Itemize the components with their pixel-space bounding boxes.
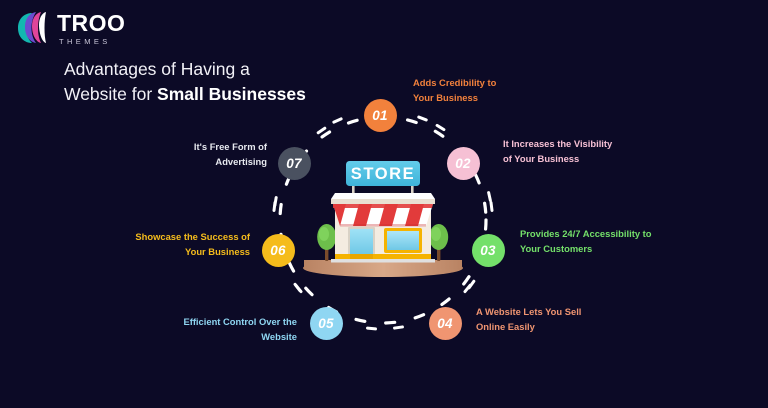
awning (333, 204, 433, 227)
step-label-line-2: Your Business (413, 91, 478, 103)
storefront-illustration: STORE (300, 155, 466, 280)
ring-tick-mark (365, 326, 378, 331)
step-label-line-2: Online Easily (476, 320, 535, 332)
brand-logo[interactable]: TROO THEMES (16, 10, 125, 46)
step-node-07[interactable]: 07 (277, 146, 311, 180)
step-label-line-1: It Increases the Visibility (503, 138, 613, 149)
title-line-2-plain: Website for (64, 84, 158, 104)
step-label-line-1: Efficient Control Over the (183, 316, 297, 327)
logo-name: TROO (57, 10, 126, 36)
step-node-01[interactable]: 01 (363, 98, 397, 132)
step-node-05[interactable]: 05 (309, 306, 343, 340)
step-label-06: Showcase the Success of Your Business (75, 230, 250, 259)
step-label-line-1: A Website Lets You Sell (476, 306, 582, 317)
logo-wordmark: TROO THEMES (57, 10, 125, 46)
step-label-line-1: Provides 24/7 Accessibility to (520, 228, 652, 239)
step-label-line-1: Adds Credibility to (413, 77, 497, 88)
step-node-02[interactable]: 02 (446, 146, 480, 180)
step-label-line-1: Showcase the Success of (135, 231, 250, 242)
troo-leaf-mark-icon (16, 11, 50, 44)
step-label-line-2: Advertising (215, 155, 267, 167)
ring-tick-mark (392, 325, 405, 331)
step-label-01: Adds Credibility to Your Business (413, 76, 588, 105)
logo-tagline: THEMES (59, 37, 111, 46)
page-title: Advantages of Having a Website for Small… (64, 57, 404, 107)
step-label-07: It's Free Form of Advertising (92, 140, 267, 169)
step-label-03: Provides 24/7 Accessibility to Your Custo… (520, 227, 695, 256)
step-label-02: It Increases the Visibility of Your Busin… (503, 137, 678, 166)
tree-right (429, 224, 449, 261)
step-label-line-2: Website (261, 330, 297, 342)
step-node-04[interactable]: 04 (428, 306, 462, 340)
title-line-2: Website for Small Businesses (64, 82, 404, 107)
svg-text:STORE: STORE (351, 165, 416, 183)
step-node-03[interactable]: 03 (471, 233, 505, 267)
title-line-2-bold: Small Businesses (157, 84, 306, 104)
title-line-1: Advantages of Having a (64, 59, 250, 79)
step-label-line-2: Your Customers (520, 242, 593, 254)
tree-left (317, 224, 337, 261)
step-label-line-2: Your Business (185, 245, 250, 257)
step-node-06[interactable]: 06 (261, 233, 295, 267)
step-label-line-2: of Your Business (503, 152, 580, 164)
step-label-line-1: It's Free Form of (193, 141, 267, 152)
ring-tick-mark (489, 201, 494, 213)
